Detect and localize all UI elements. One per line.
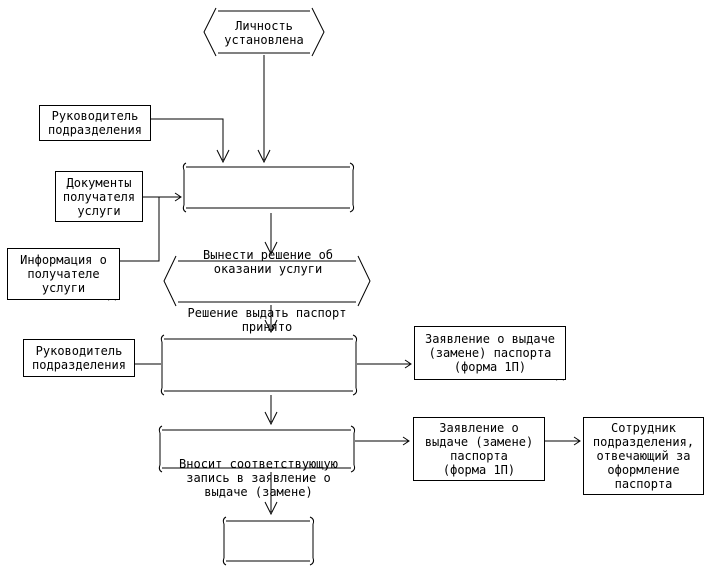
input-recipient-documents: Документы получателя услуги (55, 171, 143, 222)
input-recipient-information: Информация о получателе услуги (7, 248, 120, 300)
connector-head1-to-decision (151, 118, 224, 160)
arrowhead (216, 149, 230, 164)
function-shape-decision (182, 162, 355, 213)
arrowhead (402, 436, 410, 446)
input-head-of-unit-2: Руководитель подразделения (23, 339, 135, 377)
arrowhead (257, 149, 271, 164)
arrowhead (264, 241, 278, 256)
arrowhead (573, 436, 581, 446)
event-shape-decision-made (163, 255, 371, 307)
function-shape-transfer (158, 425, 356, 473)
event-shape-identity (203, 7, 325, 57)
event-identity-established: Личность установлена (224, 19, 304, 47)
arrowhead (404, 359, 412, 369)
arrowhead (264, 319, 278, 334)
input-head-of-unit-1: Руководитель подразделения (39, 105, 151, 141)
function-make-decision: Вынести решение об оказании услуги (202, 248, 334, 276)
output-application-1: Заявление о выдаче (замене) паспорта (фо… (414, 326, 566, 380)
arrowhead (174, 192, 182, 202)
connector-information-to-decision (120, 197, 160, 262)
event-decision-made: Решение выдать паспорт принято (187, 306, 347, 334)
function-shape-processing (222, 516, 315, 566)
output-responsible-employee: Сотрудник подразделения, отвечающий за о… (583, 417, 704, 495)
output-application-2: Заявление о выдаче (замене) паспорта (фо… (413, 417, 545, 481)
arrowhead (264, 411, 278, 426)
function-shape-record (160, 334, 358, 396)
arrowhead (264, 501, 278, 516)
function-record-entry: Вносит соответствующую запись в заявлени… (179, 456, 338, 499)
